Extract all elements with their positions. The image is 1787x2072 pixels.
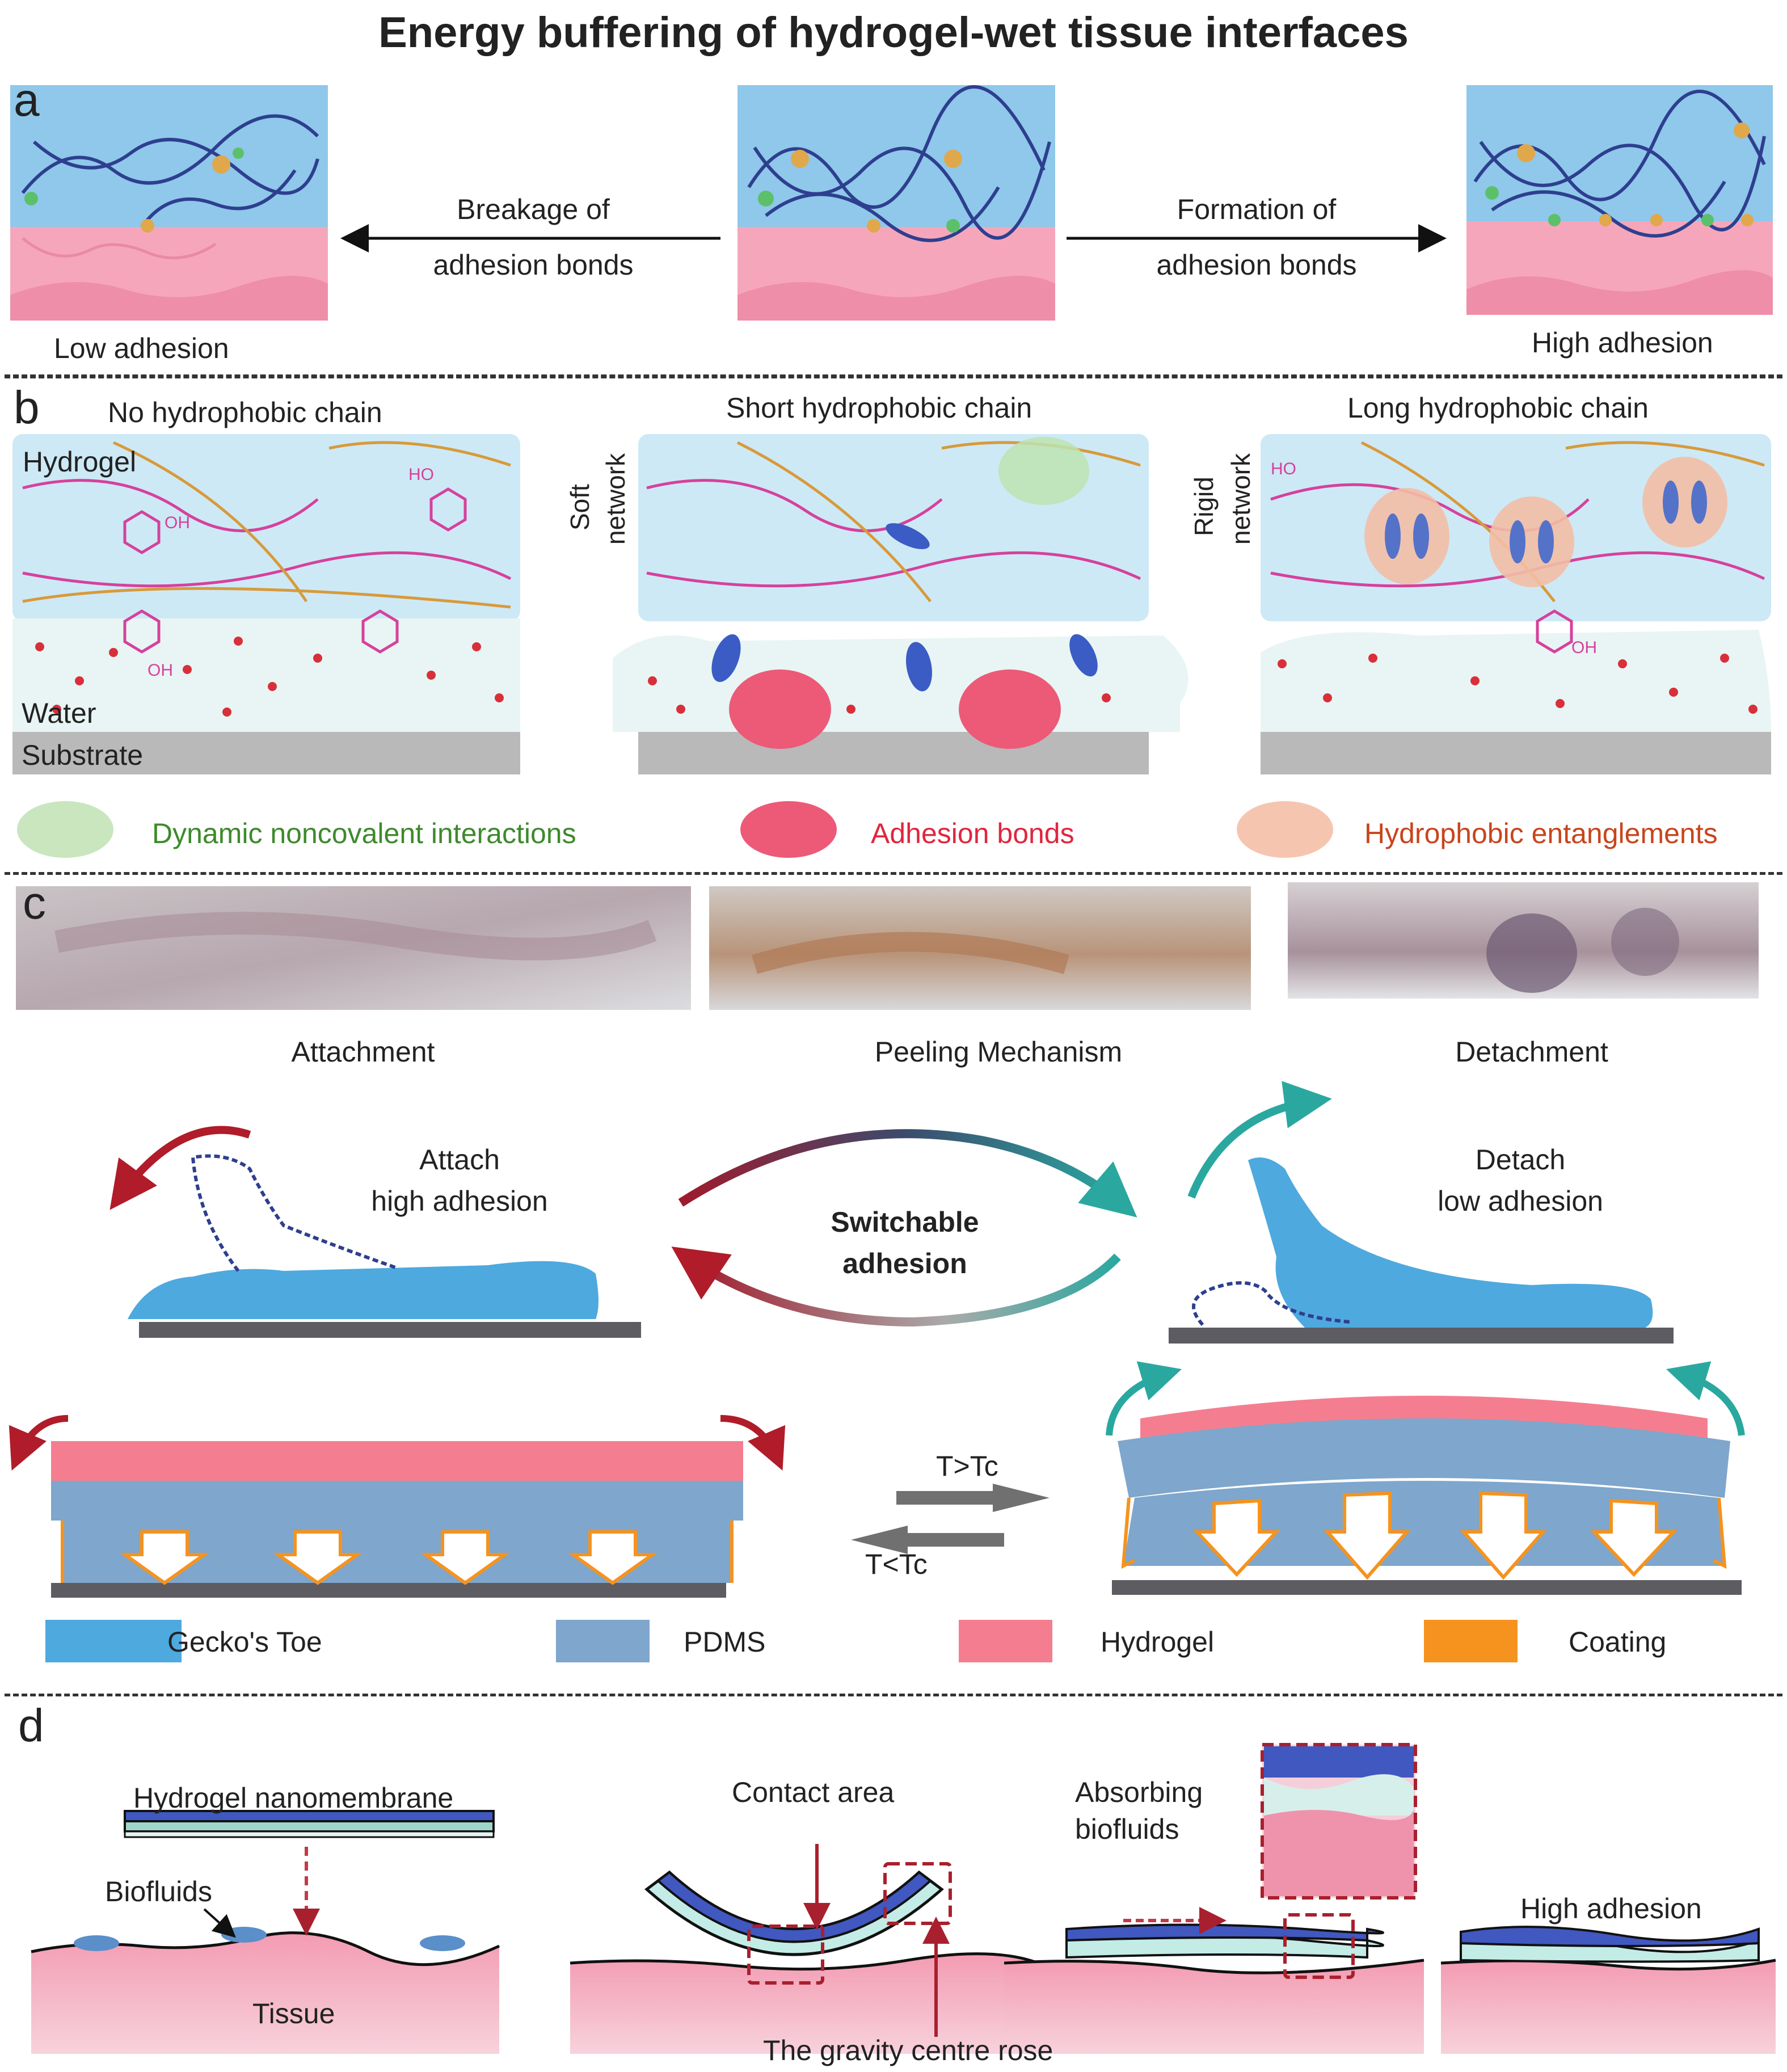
flat-right-arrow [720,1415,786,1471]
biofluids-label: Biofluids [105,1876,212,1907]
attach-label-1: Attach [419,1144,500,1176]
curved-left-arrow [1106,1361,1182,1436]
panel-b-short-chain-scene [613,434,1188,774]
nanomembrane-label: Hydrogel nanomembrane [133,1782,454,1814]
panel-a-high-adhesion-scene [1466,85,1773,315]
flat-pdms-device [51,1441,743,1598]
legend-swatch-pdms [556,1620,650,1662]
formation-label-1: Formation of [1177,193,1337,225]
rigid-network-label: network [1226,453,1255,545]
attach-rotate-arrow [109,1126,251,1210]
panel-b-long-chain-scene [1261,434,1771,774]
attach-label-2: high adhesion [371,1185,548,1217]
temperature-arrows [851,1484,1050,1554]
switch-arc-bottom [671,1246,1121,1327]
divider-ab-line [5,376,1782,378]
hydrogel-label: Hydrogel [23,446,137,478]
col-no-chain-title: No hydrophobic chain [108,397,382,428]
contact-area-label: Contact area [732,1776,895,1808]
attach-gecko-scene [128,1154,641,1338]
breakage-label-2: adhesion bonds [433,249,634,281]
legend-swatch-coating [1424,1620,1518,1662]
legend-noncovalent-label: Dynamic noncovalent interactions [152,818,576,849]
ho-label-2: HO [1271,460,1296,478]
panel-b-letter: b [14,382,40,433]
high-adhesion-caption: High adhesion [1532,327,1713,359]
legend-adhesion-bonds-label: Adhesion bonds [871,818,1074,849]
oh-label-3: OH [1571,638,1597,657]
water-molecules [35,637,1758,717]
figure-title: Energy buffering of hydrogel-wet tissue … [378,9,1409,57]
switchable-label-1: Switchable [831,1206,979,1238]
col-long-chain-title: Long hydrophobic chain [1347,392,1649,424]
temp-low-label: T<Tc [865,1548,928,1580]
temp-high-label: T>Tc [936,1450,998,1482]
caption-peeling: Peeling Mechanism [874,1036,1123,1068]
soft-network-label: network [601,453,630,545]
legend-hydrogel-label: Hydrogel [1101,1626,1215,1658]
panel-b-no-chain-scene [12,434,520,774]
col-short-chain-title: Short hydrophobic chain [726,392,1032,424]
absorbing-label-2: biofluids [1075,1813,1179,1845]
photo-shapes [54,908,1679,993]
substrate-label: Substrate [22,739,144,771]
legend-swatch-hydrogel [959,1620,1052,1662]
formation-label-2: adhesion bonds [1156,249,1357,281]
legend-hydrophobic-label: Hydrophobic entanglements [1364,818,1718,849]
switchable-label-2: adhesion [842,1248,967,1279]
detach-gecko-scene [1169,1157,1674,1344]
gravity-label: The gravity centre rose [763,2035,1053,2066]
panel-c-letter: c [23,877,46,929]
legend-pdms-label: PDMS [684,1626,766,1658]
low-adhesion-caption: Low adhesion [54,332,229,364]
panel-a-initial-scene [737,85,1055,321]
legend-swatch-hydrophobic [1237,801,1333,858]
curved-pdms-device [1112,1396,1742,1595]
legend-swatch-noncovalent [17,801,113,858]
panel-a-low-adhesion-scene [10,85,328,321]
oh-label-1: OH [165,513,190,532]
absorbing-label-1: Absorbing [1075,1776,1203,1808]
divider-bc-line [5,872,1782,875]
panel-d-letter: d [18,1700,44,1751]
d-stage-4 [1440,1926,1776,2054]
oh-label-2: OH [147,661,173,680]
legend-coating-label: Coating [1569,1626,1667,1658]
detach-label-2: low adhesion [1438,1185,1603,1217]
switch-arc-top [678,1129,1137,1218]
d-stage-2 [570,1844,1039,2054]
legend-gecko-label: Gecko's Toe [167,1626,322,1658]
d-stage-3 [1004,1743,1424,2054]
d-high-adhesion-label: High adhesion [1520,1893,1702,1924]
caption-detachment: Detachment [1455,1036,1608,1068]
curved-right-arrow [1666,1361,1745,1436]
rigid-label: Rigid [1189,477,1219,536]
breakage-label-1: Breakage of [457,193,610,225]
water-label: Water [22,697,96,729]
legend-swatch-adhesion-bonds [740,801,837,858]
flat-left-arrow [9,1415,69,1471]
soft-label: Soft [565,484,595,530]
detach-label-1: Detach [1475,1144,1566,1176]
detach-rotate-arrow [1187,1081,1332,1199]
d-stage-1 [31,1810,500,2054]
legend-swatch-gecko-toe [45,1620,182,1662]
panel-a-letter: a [14,74,40,126]
divider-cd-line [5,1694,1782,1696]
ho-label-1: HO [408,465,434,484]
caption-attachment: Attachment [291,1036,435,1068]
tissue-label: Tissue [252,1998,335,2029]
